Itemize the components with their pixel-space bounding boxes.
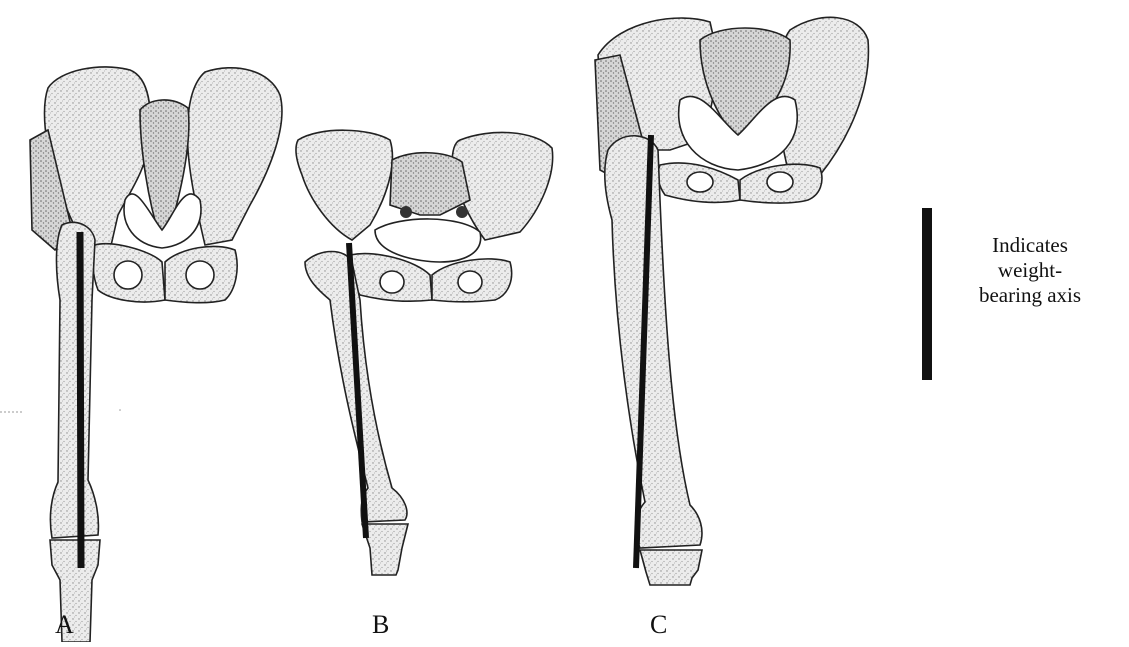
- legend-line-1: Indicates: [955, 233, 1105, 258]
- panel-label-a: A: [55, 612, 74, 638]
- stray-dot: [119, 409, 121, 411]
- panel-a-weight-axis: [80, 232, 81, 568]
- panel-a-right-ilium: [188, 68, 282, 245]
- panel-b-left-ilium: [296, 130, 393, 240]
- panel-label-b: B: [372, 612, 389, 638]
- panel-label-c: C: [650, 612, 667, 638]
- legend-line-2: weight-: [955, 258, 1105, 283]
- panel-a-femur: [50, 222, 98, 538]
- panel-b-illustration: [296, 130, 553, 575]
- panel-c-tibia: [640, 550, 702, 585]
- panel-b-tibia: [362, 524, 408, 575]
- panel-a-illustration: [30, 67, 282, 642]
- panel-b-sacrum: [390, 153, 470, 215]
- legend-weight-axis-bar: [922, 208, 932, 380]
- legend-text: Indicates weight- bearing axis: [955, 233, 1105, 308]
- legend-line-3: bearing axis: [955, 283, 1105, 308]
